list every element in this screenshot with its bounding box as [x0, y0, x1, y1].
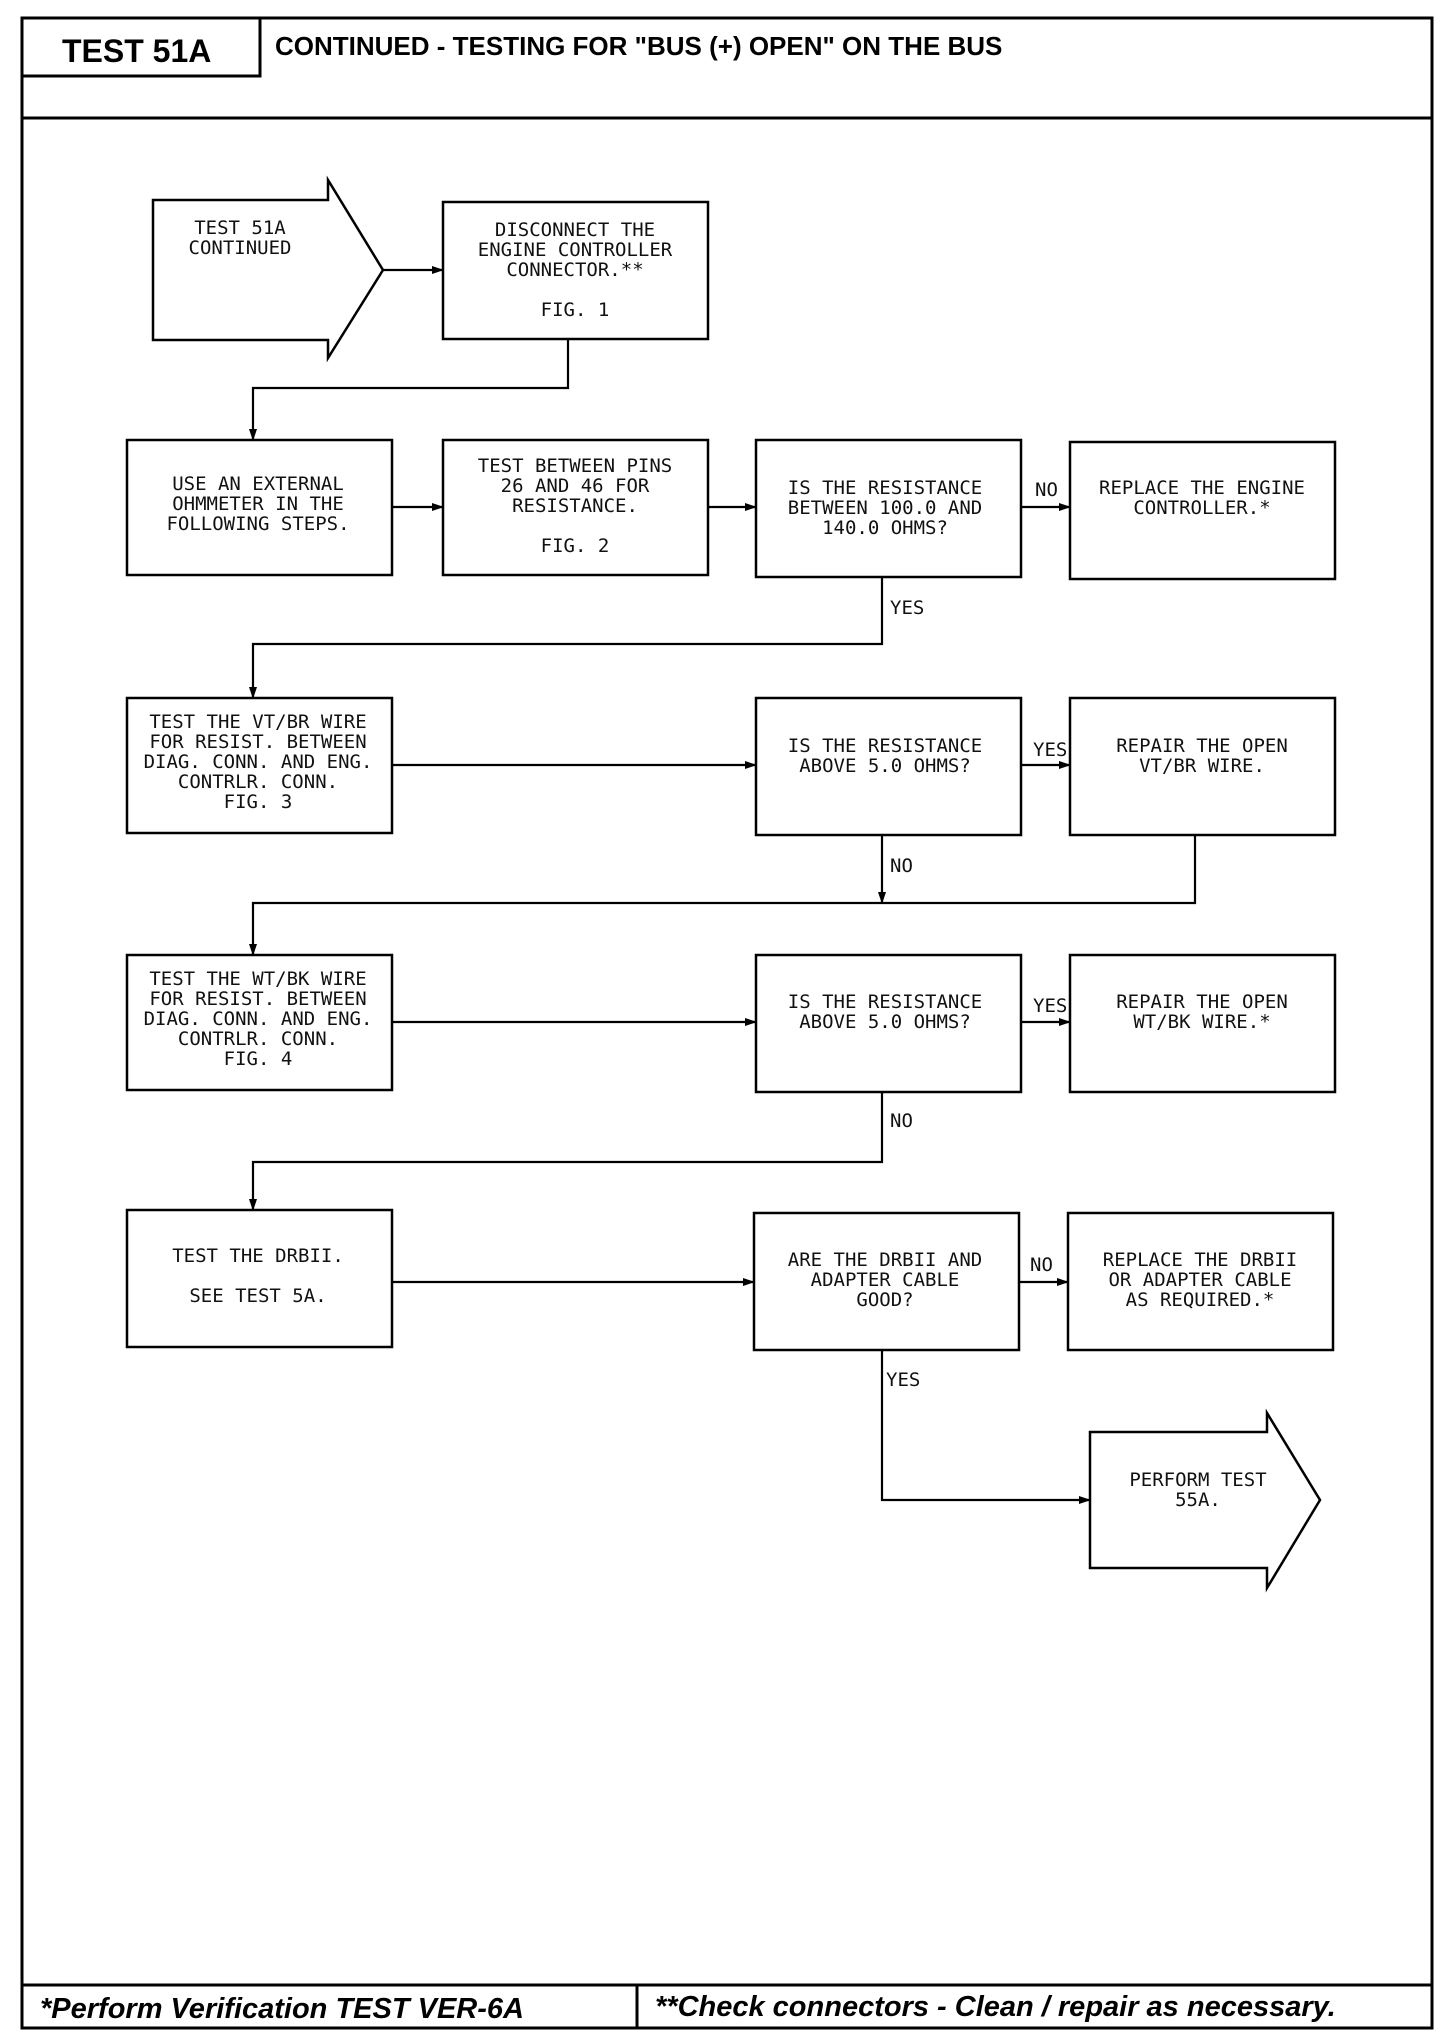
node-text-line: AS REQUIRED.*: [1126, 1289, 1275, 1311]
edge-question-yes-to-vtbr: [249, 577, 884, 699]
node-text-line: OHMMETER IN THE: [172, 493, 344, 515]
node-text-line: OR ADAPTER CABLE: [1108, 1269, 1291, 1291]
node-text-line: DIAG. CONN. AND ENG.: [144, 1008, 373, 1030]
node-text-line: WT/BK WIRE.*: [1133, 1011, 1270, 1033]
node-text-line: IS THE RESISTANCE: [788, 991, 982, 1013]
node-text-line: ADAPTER CABLE: [811, 1269, 960, 1291]
node-text-line: IS THE RESISTANCE: [788, 477, 982, 499]
node-text-line: DISCONNECT THE: [495, 219, 655, 241]
node-text-line: FIG. 4: [224, 1048, 293, 1070]
end-arrow-shape: [1088, 1408, 1322, 1593]
node-text-line: IS THE RESISTANCE: [788, 735, 982, 757]
node-text-line: CONTINUED: [189, 237, 292, 259]
node-test-drbii: TEST THE DRBII. SEE TEST 5A.: [172, 1245, 344, 1307]
node-text-line: TEST THE WT/BK WIRE: [149, 968, 366, 990]
node-text-line: FIG. 1: [541, 299, 610, 321]
node-q-resistance-range-box: [754, 438, 1023, 579]
node-text-line: REPAIR THE OPEN: [1116, 735, 1288, 757]
label-no-wtbk: NO: [890, 1110, 913, 1132]
node-text-line: USE AN EXTERNAL: [172, 473, 344, 495]
node-text-line: REPLACE THE DRBII: [1103, 1249, 1297, 1271]
node-text-line: TEST BETWEEN PINS: [478, 455, 672, 477]
node-text-line: CONTRLR. CONN.: [178, 771, 338, 793]
label-yes-drbii: YES: [886, 1369, 920, 1391]
edge-disconnect-to-ohmmeter: [249, 339, 570, 441]
node-text-line: CONTRLR. CONN.: [178, 1028, 338, 1050]
node-text-line: FIG. 3: [224, 791, 293, 813]
label-yes-range: YES: [890, 597, 924, 619]
start-arrow-shape: [151, 175, 385, 363]
node-text-line: 26 AND 46 FOR: [501, 475, 650, 497]
node-replace-drbii-box: [1066, 1211, 1335, 1352]
node-disconnect-box: [441, 200, 710, 341]
node-text-line: ENGINE CONTROLLER: [478, 239, 673, 261]
node-q-wtbk-above-box: [754, 953, 1023, 1094]
node-text-line: FOLLOWING STEPS.: [166, 513, 349, 535]
node-text-line: TEST 51A: [194, 217, 286, 239]
node-test-vtbr-box: [125, 696, 394, 835]
label-no-vtbr: NO: [890, 855, 913, 877]
node-text-line: CONNECTOR.**: [506, 259, 643, 281]
label-no-range: NO: [1035, 479, 1058, 501]
node-text-line: DIAG. CONN. AND ENG.: [144, 751, 373, 773]
node-text-line: PERFORM TEST: [1129, 1469, 1266, 1491]
node-text-line: CONTROLLER.*: [1133, 497, 1270, 519]
test-id: TEST 51A: [62, 33, 211, 69]
label-yes-vtbr: YES: [1033, 739, 1067, 761]
node-q-drbii-good-box: [752, 1211, 1021, 1352]
node-text-line: 55A.: [1175, 1489, 1221, 1511]
page-title: CONTINUED - TESTING FOR "BUS (+) OPEN" O…: [275, 31, 1002, 61]
edge-drbii-question-yes: [880, 1350, 1091, 1504]
edge-repair-vtbr-return: [249, 835, 1197, 956]
node-text-line: VT/BR WIRE.: [1139, 755, 1265, 777]
node-text-line: BETWEEN 100.0 AND: [788, 497, 982, 519]
node-text-line: RESISTANCE.: [512, 495, 638, 517]
node-text-line: REPLACE THE ENGINE: [1099, 477, 1305, 499]
node-text-line: TEST THE DRBII.: [172, 1245, 344, 1267]
node-text-line: ABOVE 5.0 OHMS?: [799, 755, 971, 777]
footer-note-connectors: **Check connectors - Clean / repair as n…: [655, 1991, 1336, 2023]
node-repair-vtbr-box: [1068, 696, 1337, 837]
node-replace-controller-box: [1068, 440, 1337, 581]
node-text-line: ARE THE DRBII AND: [788, 1249, 982, 1271]
node-text-line: SEE TEST 5A.: [189, 1285, 326, 1307]
node-text-line: 140.0 OHMS?: [822, 517, 948, 539]
node-text-line: FOR RESIST. BETWEEN: [149, 988, 366, 1010]
node-text-line: GOOD?: [856, 1289, 913, 1311]
node-text-line: REPAIR THE OPEN: [1116, 991, 1288, 1013]
footer-note-verification: *Perform Verification TEST VER-6A: [40, 1993, 524, 2025]
test-id-box: [20, 16, 262, 78]
label-no-drbii: NO: [1030, 1254, 1053, 1276]
node-text-line: FIG. 2: [541, 535, 610, 557]
label-yes-wtbk: YES: [1033, 995, 1067, 1017]
node-text-line: TEST THE VT/BR WIRE: [149, 711, 366, 733]
page-border: [20, 16, 1434, 2030]
node-text-line: FOR RESIST. BETWEEN: [149, 731, 366, 753]
edge-wtbk-question-no: [249, 1092, 884, 1211]
node-text-line: ABOVE 5.0 OHMS?: [799, 1011, 971, 1033]
node-test-wtbk-box: [125, 953, 394, 1092]
node-repair-wtbk-box: [1068, 953, 1337, 1094]
node-test-drbii-box: [125, 1208, 394, 1349]
